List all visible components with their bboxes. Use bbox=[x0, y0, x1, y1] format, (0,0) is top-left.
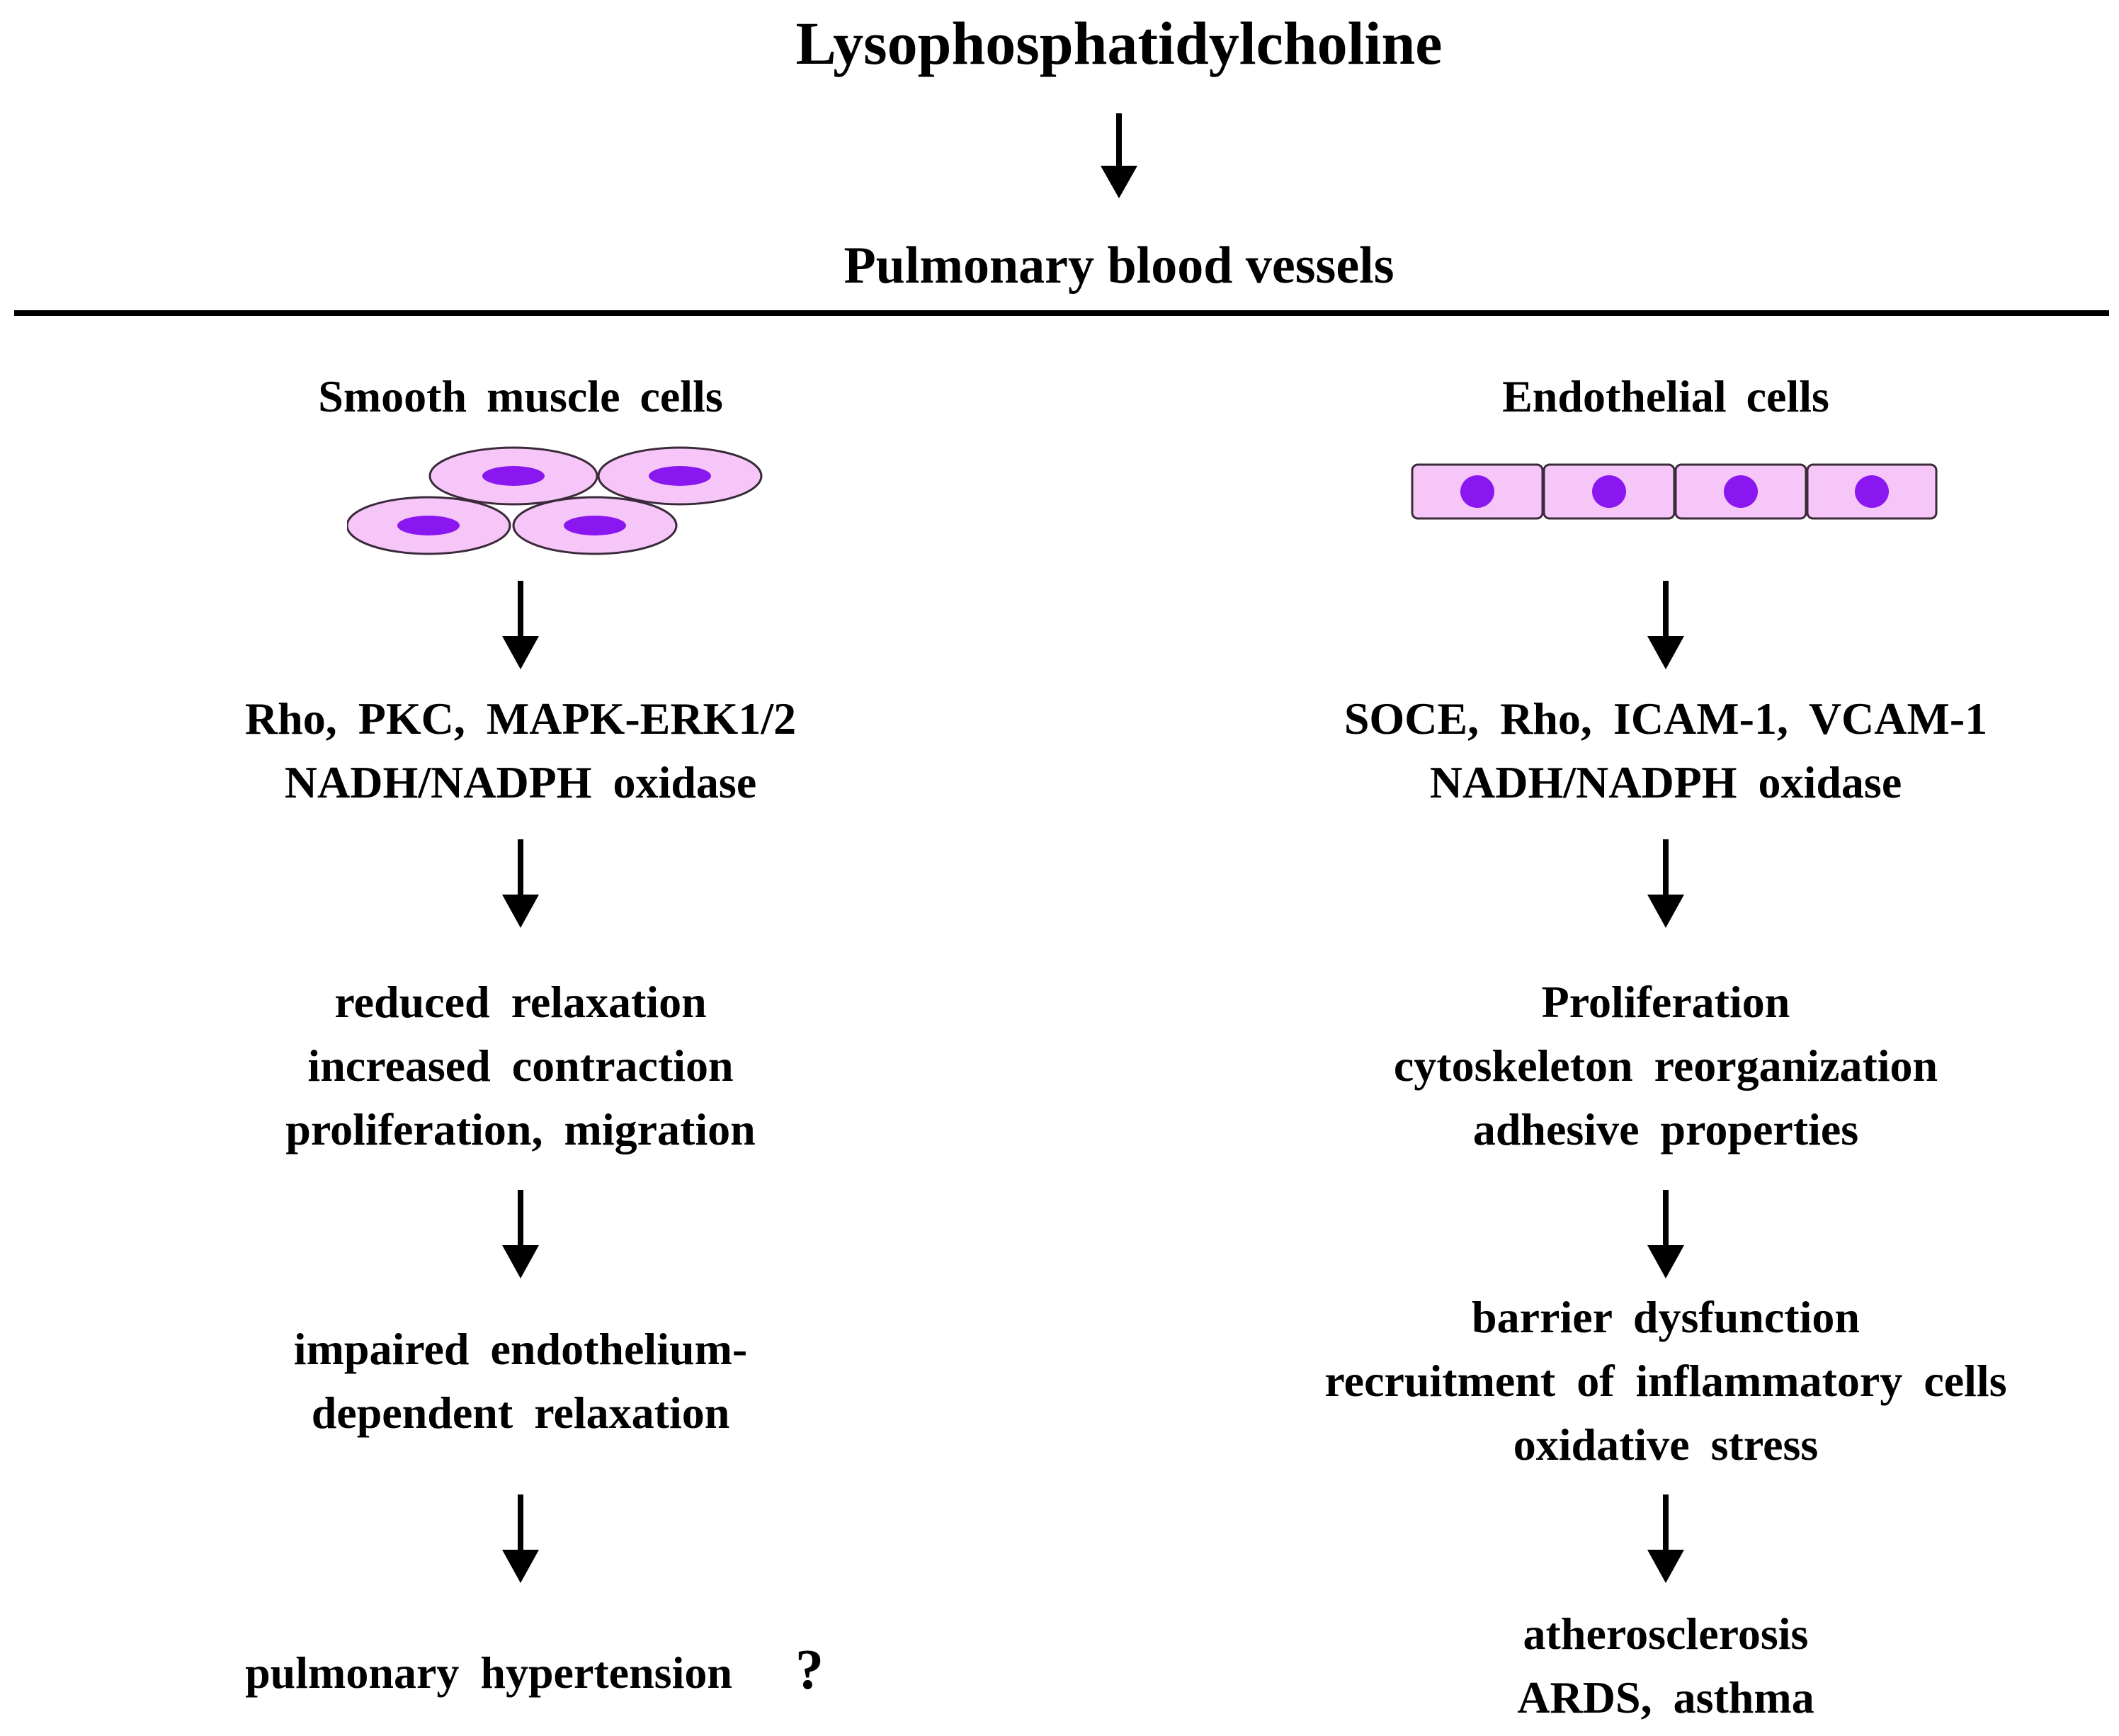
endothelial-heading: Endothelial cells bbox=[1502, 371, 1829, 421]
arrow-down-icon bbox=[1644, 1190, 1687, 1278]
smc-effect-line-3: proliferation, migration bbox=[285, 1104, 756, 1155]
arrow-down-icon bbox=[499, 839, 542, 928]
vessel-label: Pulmonary blood vessels bbox=[843, 237, 1394, 295]
arrow-down-icon bbox=[1098, 113, 1140, 198]
smc-consequence-line-1: impaired endothelium- bbox=[293, 1324, 748, 1374]
smc-effect-line-2: increased contraction bbox=[307, 1040, 734, 1091]
smc-mediator-line-1: Rho, PKC, MAPK-ERK1/2 bbox=[244, 693, 797, 744]
smooth-muscle-cells-icon bbox=[347, 439, 765, 560]
arrow-down-icon bbox=[1644, 1494, 1687, 1583]
smc-effect-line-1: reduced relaxation bbox=[334, 977, 707, 1027]
diagram-title: Lysophosphatidylcholine bbox=[795, 9, 1443, 77]
ec-mediator-line-2: NADH/NADPH oxidase bbox=[1429, 757, 1902, 807]
ec-effect-line-2: cytoskeleton reorganization bbox=[1393, 1040, 1938, 1091]
ec-consequence-line-1: barrier dysfunction bbox=[1472, 1292, 1860, 1342]
ec-outcome-line-1: atherosclerosis bbox=[1523, 1609, 1809, 1659]
smc-consequence-line-2: dependent relaxation bbox=[311, 1388, 730, 1438]
smc-outcome: pulmonary hypertension bbox=[245, 1647, 732, 1698]
endothelial-cells-icon bbox=[1411, 462, 1938, 521]
arrow-down-icon bbox=[499, 1494, 542, 1583]
ec-consequence-line-3: oxidative stress bbox=[1513, 1419, 1819, 1470]
arrow-down-icon bbox=[1644, 839, 1687, 928]
smc-outcome-question-mark: ? bbox=[795, 1639, 824, 1701]
smooth-muscle-heading: Smooth muscle cells bbox=[318, 371, 723, 421]
ec-effect-line-1: Proliferation bbox=[1541, 977, 1790, 1027]
arrow-down-icon bbox=[499, 581, 542, 669]
arrow-down-icon bbox=[1644, 581, 1687, 669]
ec-outcome-line-2: ARDS, asthma bbox=[1517, 1672, 1814, 1723]
ec-mediator-line-1: SOCE, Rho, ICAM-1, VCAM-1 bbox=[1343, 693, 1988, 744]
divider-line bbox=[14, 310, 2109, 316]
ec-consequence-line-2: recruitment of inflammatory cells bbox=[1324, 1356, 2007, 1406]
ec-effect-line-3: adhesive properties bbox=[1472, 1104, 1859, 1155]
arrow-down-icon bbox=[499, 1190, 542, 1278]
smc-mediator-line-2: NADH/NADPH oxidase bbox=[284, 757, 757, 807]
